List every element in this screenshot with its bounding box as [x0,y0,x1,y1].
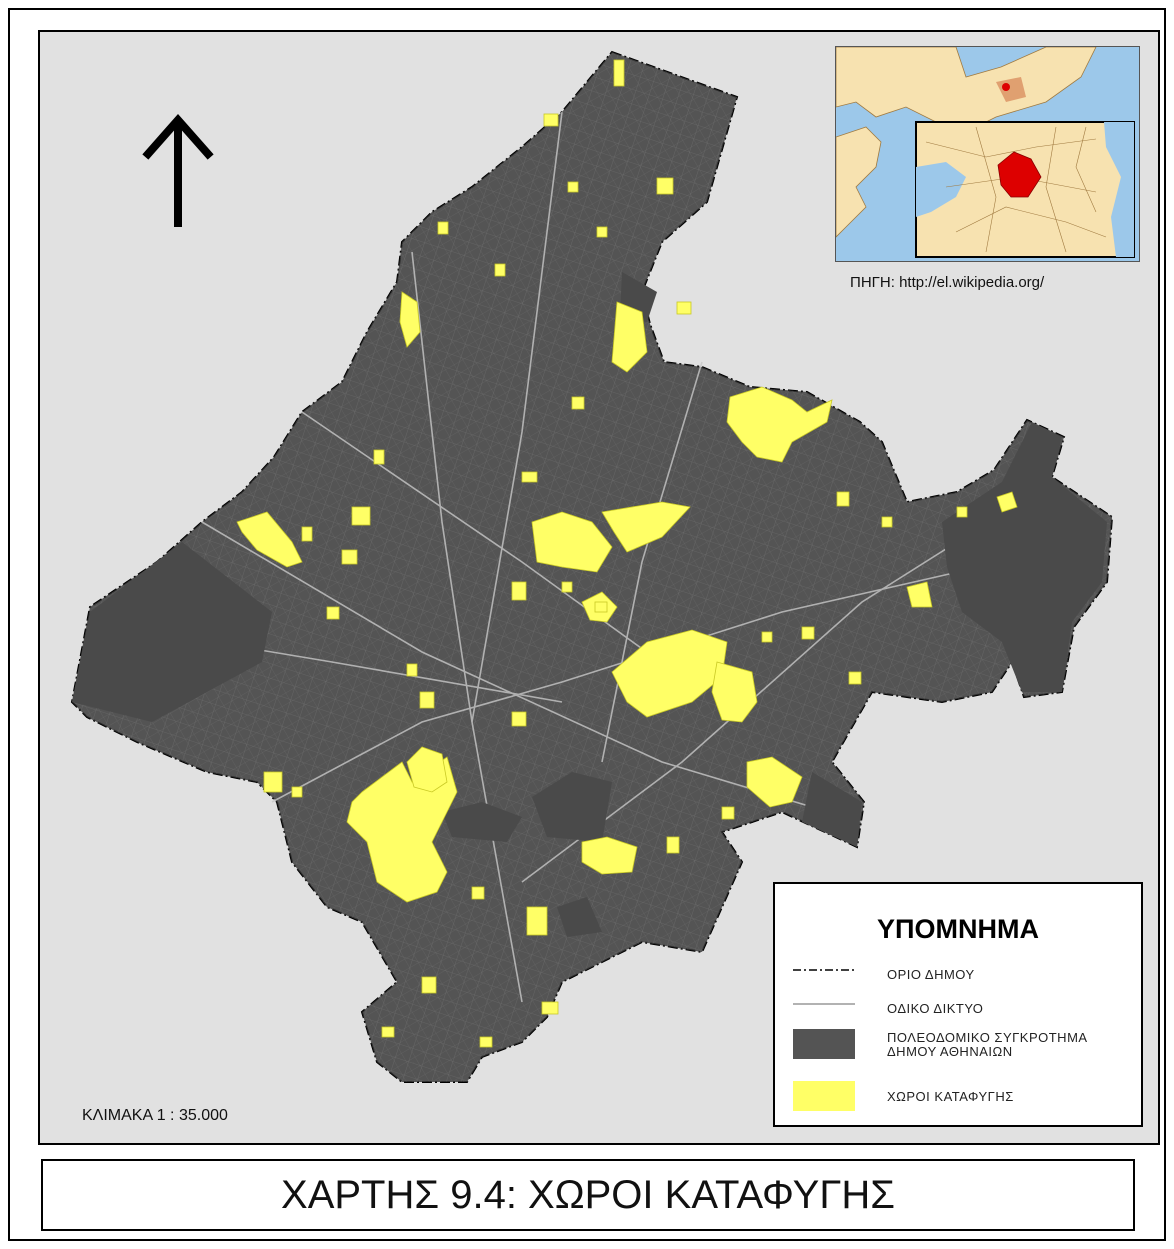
urban-area-swatch [793,1029,855,1059]
legend-item-urban: ΠΟΛΕΟΔΟΜΙΚΟ ΣΥΓΚΡΟΤΗΜΑ ΔΗΜΟΥ ΑΘΗΝΑΙΩΝ [793,1029,1133,1059]
municipality-map [70,50,1114,1083]
thin-line-icon [793,1003,855,1005]
refuge-area-swatch [793,1081,855,1111]
legend-item-boundary: ΟΡΙΟ ΔΗΜΟΥ [793,962,1133,992]
north-arrow-icon [142,113,214,227]
inset-map-graphic [836,47,1139,261]
legend-label-refuge: ΧΩΡΟΙ ΚΑΤΑΦΥΓΗΣ [887,1089,1014,1104]
map-panel: ΠΗΓΗ: http://el.wikipedia.org/ ΚΛΙΜΑΚΑ 1… [38,30,1160,1145]
legend-label-urban: ΠΟΛΕΟΔΟΜΙΚΟ ΣΥΓΚΡΟΤΗΜΑ ΔΗΜΟΥ ΑΘΗΝΑΙΩΝ [887,1030,1088,1059]
legend-item-roads: ΟΔΙΚΟ ΔΙΚΤΥΟ [793,994,1133,1024]
dash-dot-line-icon [793,969,855,971]
legend-label-roads: ΟΔΙΚΟ ΔΙΚΤΥΟ [887,1001,984,1016]
large-blocks [72,272,1107,937]
legend-title: ΥΠΟΜΝΗΜΑ [877,914,1039,944]
inset-location-map [835,46,1140,262]
refuge-areas [236,59,1018,1048]
legend-label-boundary: ΟΡΙΟ ΔΗΜΟΥ [887,967,975,982]
map-title: ΧΑΡΤΗΣ 9.4: ΧΩΡΟΙ ΚΑΤΑΦΥΓΗΣ [281,1173,895,1217]
map-title-box: ΧΑΡΤΗΣ 9.4: ΧΩΡΟΙ ΚΑΤΑΦΥΓΗΣ [41,1159,1135,1231]
legend-item-refuge: ΧΩΡΟΙ ΚΑΤΑΦΥΓΗΣ [793,1081,1133,1111]
legend: ΥΠΟΜΝΗΜΑ ΟΡΙΟ ΔΗΜΟΥ ΟΔΙΚΟ ΔΙΚΤΥΟ ΠΟΛΕΟΔΟ… [773,882,1143,1127]
map-scale: ΚΛΙΜΑΚΑ 1 : 35.000 [82,1107,228,1124]
source-credit: ΠΗΓΗ: http://el.wikipedia.org/ [850,274,1045,291]
